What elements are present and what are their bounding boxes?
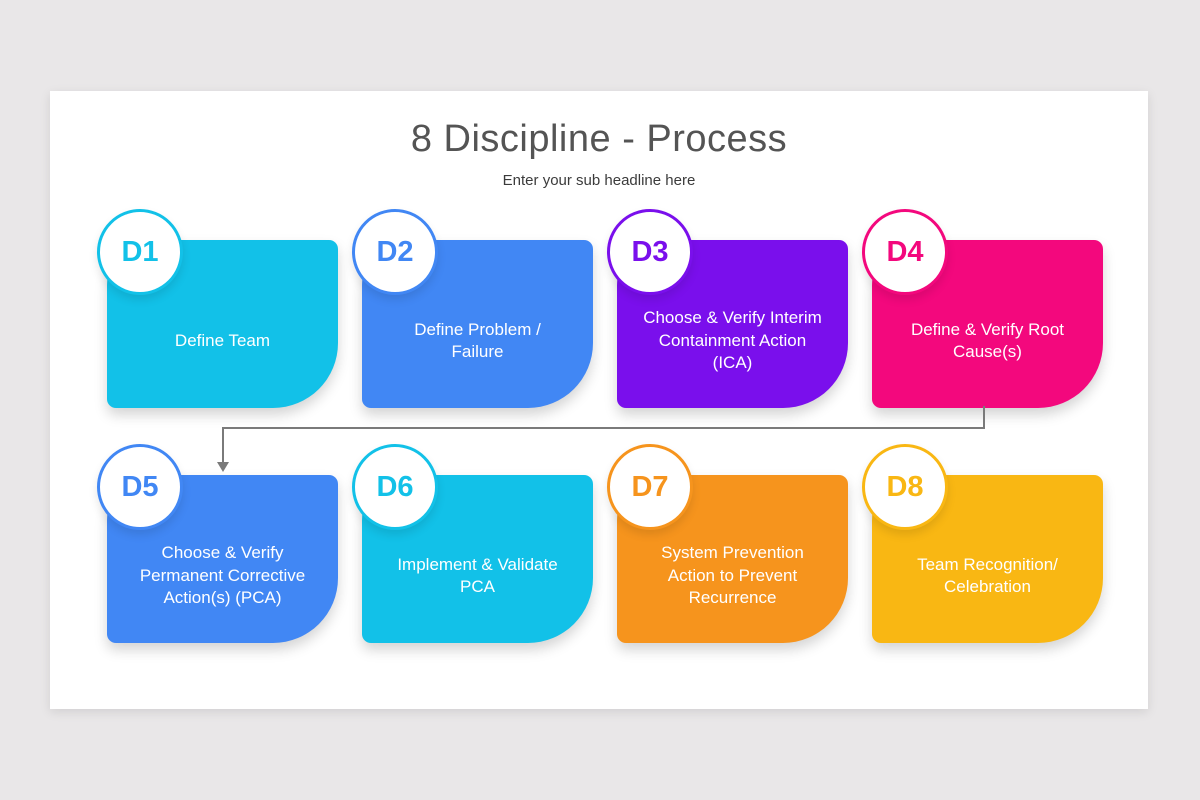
process-card-label: System Prevention Action to Prevent Recu… bbox=[661, 543, 804, 608]
process-card-d2: Define Problem / Failure bbox=[362, 240, 593, 408]
badge-d1: D1 bbox=[97, 209, 183, 295]
badge-d4: D4 bbox=[862, 209, 948, 295]
badge-d3: D3 bbox=[607, 209, 693, 295]
process-card-label: Define & Verify Root Cause(s) bbox=[910, 319, 1065, 362]
badge-d2: D2 bbox=[352, 209, 438, 295]
connector-vertical-to-d5 bbox=[222, 427, 224, 463]
badge-d8: D8 bbox=[862, 444, 948, 530]
page-title: 8 Discipline - Process bbox=[410, 118, 788, 160]
process-card-label: Team Recognition/ Celebration bbox=[917, 554, 1058, 597]
process-card-label: Choose & Verify Permanent Corrective Act… bbox=[139, 543, 306, 608]
slide-canvas: 8 Discipline - Process Enter your sub he… bbox=[50, 91, 1148, 709]
badge-d6: D6 bbox=[352, 444, 438, 530]
process-card-label: Choose & Verify Interim Containment Acti… bbox=[643, 308, 822, 373]
process-card-label: Implement & Validate PCA bbox=[397, 554, 558, 597]
process-card-d6: Implement & Validate PCA bbox=[362, 475, 593, 643]
connector-arrowhead-icon bbox=[217, 462, 229, 472]
badge-d7: D7 bbox=[607, 444, 693, 530]
process-card-label: Define Problem / Failure bbox=[414, 319, 541, 362]
process-card-label: Define Team bbox=[174, 330, 271, 350]
badge-d5: D5 bbox=[97, 444, 183, 530]
page-subtitle: Enter your sub headline here bbox=[502, 172, 696, 189]
connector-vertical-from-d4 bbox=[983, 406, 985, 429]
connector-horizontal bbox=[222, 427, 985, 429]
